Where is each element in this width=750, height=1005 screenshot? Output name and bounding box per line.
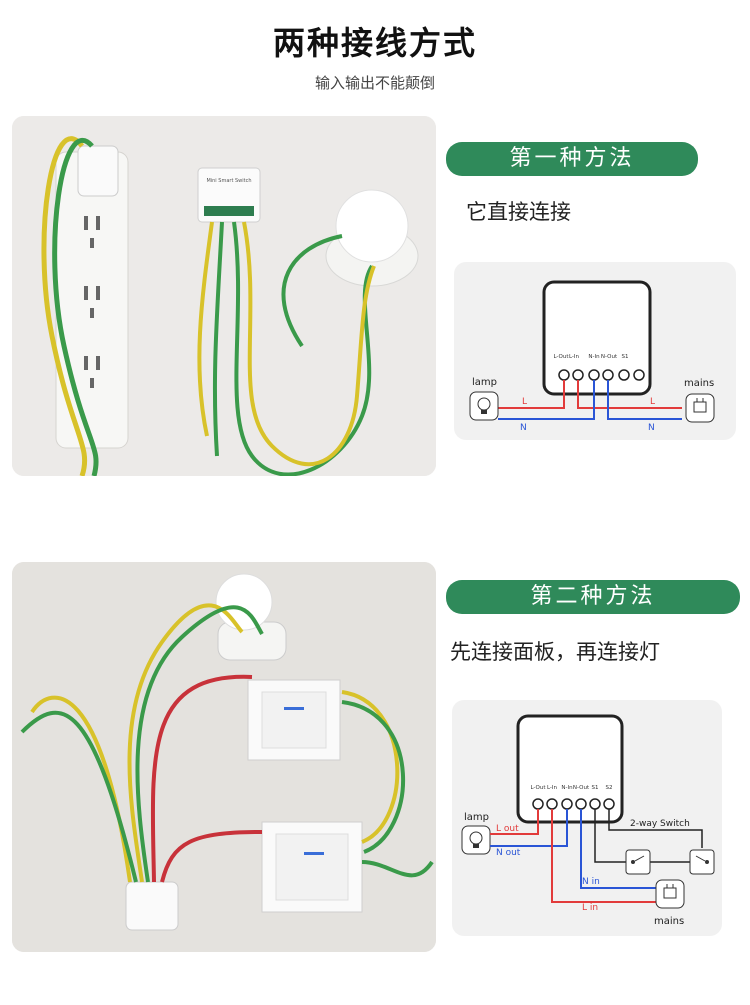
wire-label-l-out: L out xyxy=(496,824,519,834)
terminal-label-nin: N-In xyxy=(588,354,600,360)
page-title: 两种接线方式 xyxy=(272,24,477,62)
method1-photo: Mini Smart Switch xyxy=(12,116,436,476)
terminal-lout xyxy=(558,369,570,381)
method1-badge: 第一种方法 xyxy=(446,142,698,176)
bulb xyxy=(335,189,409,263)
module-outline xyxy=(542,280,652,396)
terminal-nout xyxy=(602,369,614,381)
terminal-s2 xyxy=(633,369,645,381)
wire-label-l-right: L xyxy=(650,397,655,407)
method2-badge: 第二种方法 xyxy=(446,580,740,614)
terminal-label-nout: N-Out xyxy=(601,354,618,360)
method1-diagram-svg: L-Out L-In N-In N-Out S1 L L N N lamp ma… xyxy=(469,280,715,433)
wire-label-l-left: L xyxy=(522,397,527,407)
method2-wiring-diagram: L-Out L-In N-In N-Out S1 S2 lamp L out N… xyxy=(452,700,722,936)
terminal-label-lout: L-Out xyxy=(530,785,546,791)
smart-switch-module xyxy=(125,881,179,931)
lamp-icon xyxy=(461,825,491,855)
lamp-label: lamp xyxy=(464,812,489,823)
terminal-label-lout: L-Out xyxy=(553,354,569,360)
terminal-label-nout: N-Out xyxy=(573,785,590,791)
mains-plug-icon xyxy=(655,879,685,909)
terminal-s1 xyxy=(589,798,601,810)
method2-photo-illustration xyxy=(12,562,436,952)
terminal-lin xyxy=(572,369,584,381)
page-subtitle: 输入输出不能颠倒 xyxy=(314,74,435,92)
terminal-label-s1: S1 xyxy=(592,785,599,791)
wire-label-n-in: N in xyxy=(582,877,600,887)
terminal-label-s2: S2 xyxy=(606,785,613,791)
lamp-label: lamp xyxy=(472,377,497,388)
mains-plug-icon xyxy=(685,393,715,423)
plug xyxy=(77,145,119,197)
method1-description: 它直接连接 xyxy=(466,200,571,224)
terminal-nin xyxy=(561,798,573,810)
terminal-label-s1: S1 xyxy=(622,354,629,360)
terminal-label-lin: L-In xyxy=(569,354,580,360)
method2-diagram-svg: L-Out L-In N-In N-Out S1 S2 lamp L out N… xyxy=(461,714,715,927)
method1-wiring-diagram: L-Out L-In N-In N-Out S1 L L N N lamp ma… xyxy=(454,262,736,440)
terminal-lout xyxy=(532,798,544,810)
terminal-nout xyxy=(575,798,587,810)
wire-label-n-left: N xyxy=(520,423,527,433)
terminal-label-lin: L-In xyxy=(547,785,558,791)
two-way-switch-label: 2-way Switch xyxy=(630,819,690,829)
module-outline xyxy=(516,714,624,824)
two-way-switch-a-icon xyxy=(625,849,651,875)
method2-description: 先连接面板，再连接灯 xyxy=(450,640,660,664)
lamp-icon xyxy=(469,391,499,421)
mains-label: mains xyxy=(684,378,714,389)
two-way-switch-b-icon xyxy=(689,849,715,875)
wire-label-n-out: N out xyxy=(496,848,521,858)
terminal-label-nin: N-In xyxy=(561,785,573,791)
method2-photo xyxy=(12,562,436,952)
wire-label-n-right: N xyxy=(648,423,655,433)
terminal-s2 xyxy=(603,798,615,810)
terminal-s1 xyxy=(618,369,630,381)
terminal-nin xyxy=(588,369,600,381)
bulb xyxy=(215,573,273,631)
wire-label-l-in: L in xyxy=(582,903,598,913)
mains-label: mains xyxy=(654,916,684,927)
method1-photo-illustration: Mini Smart Switch xyxy=(12,116,436,476)
device-label: Mini Smart Switch xyxy=(206,178,251,184)
terminal-lin xyxy=(546,798,558,810)
